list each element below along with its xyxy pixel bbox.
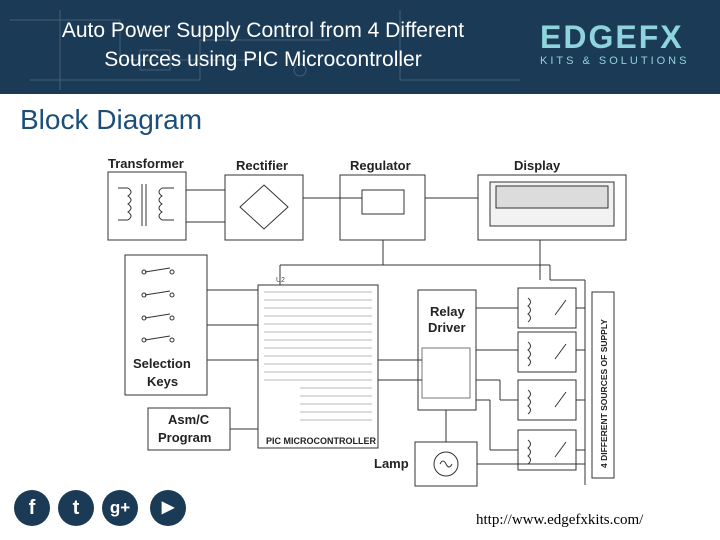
- transformer-label: Transformer: [108, 156, 184, 171]
- relay-driver-label-2: Driver: [428, 320, 466, 335]
- transformer-box: [107, 171, 187, 241]
- pic-microcontroller-box: [257, 284, 379, 449]
- relay-2: [517, 331, 577, 373]
- circuit-background-pattern: [10, 10, 520, 90]
- asm-label-1: Asm/C: [168, 412, 210, 427]
- selection-keys-label-2: Keys: [147, 374, 178, 389]
- lamp-label: Lamp: [374, 456, 409, 471]
- page-title: Auto Power Supply Control from 4 Differe…: [8, 16, 518, 74]
- facebook-icon[interactable]: f: [14, 490, 50, 526]
- youtube-icon[interactable]: ▶: [150, 490, 186, 526]
- google-plus-icon[interactable]: g+: [102, 490, 138, 526]
- logo-main-text: EDGEFX: [540, 19, 684, 55]
- edgefx-logo: EDGEFX KITS & SOLUTIONS: [540, 20, 710, 70]
- footer-url[interactable]: http://www.edgefxkits.com/: [476, 512, 644, 528]
- rectifier-box: [224, 174, 304, 241]
- title-line-2: Sources using PIC Microcontroller: [104, 48, 422, 71]
- display-box: [477, 174, 627, 241]
- regulator-box: [339, 174, 426, 241]
- logo-sub-text: KITS & SOLUTIONS: [540, 55, 690, 67]
- display-label: Display: [514, 158, 561, 173]
- title-line-1: Auto Power Supply Control from 4 Differe…: [61, 19, 465, 42]
- selection-keys-label-1: Selection: [133, 356, 191, 371]
- relay-3: [517, 379, 577, 421]
- pic-label: PIC MICROCONTROLLER: [266, 436, 376, 446]
- asm-label-2: Program: [158, 430, 211, 445]
- twitter-icon[interactable]: t: [58, 490, 94, 526]
- rectifier-label: Rectifier: [236, 158, 288, 173]
- mcu-reference: U2: [276, 277, 285, 284]
- block-diagram: Transformer Rectifier Regulator Display …: [107, 156, 627, 487]
- sources-label: 4 DIFFERENT SOURCES OF SUPPLY: [599, 319, 609, 468]
- relay-1: [517, 287, 577, 329]
- section-heading: Block Diagram: [20, 104, 203, 135]
- regulator-label: Regulator: [350, 158, 411, 173]
- relay-driver-label-1: Relay: [430, 304, 465, 319]
- header-banner: Auto Power Supply Control from 4 Differe…: [0, 0, 720, 94]
- sources-box: [591, 291, 615, 479]
